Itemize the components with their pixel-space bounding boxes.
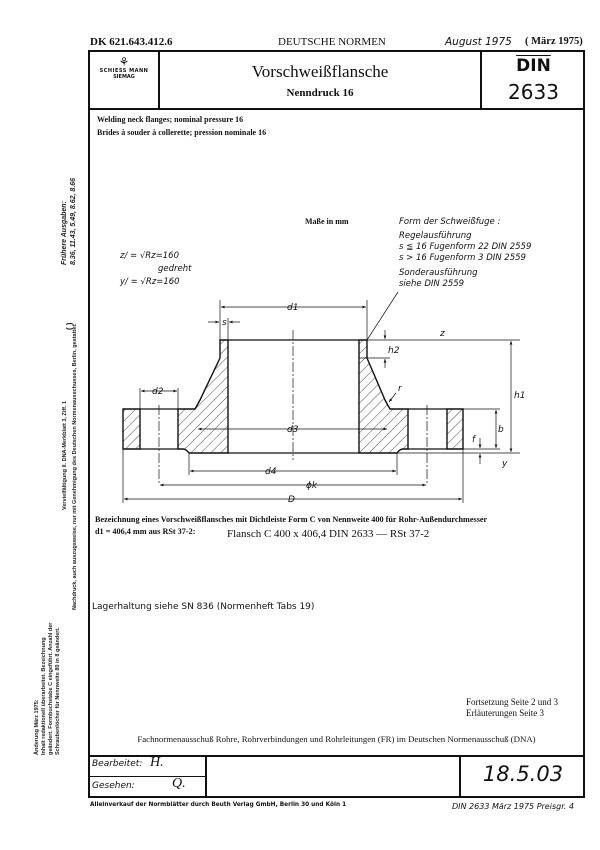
classification-code: 18.5.03 xyxy=(482,762,564,786)
explanations-note: Erläuterungen Seite 3 xyxy=(466,708,544,718)
series-label: DEUTSCHE NORMEN xyxy=(278,36,386,48)
divider xyxy=(480,50,482,110)
label-d2: d2 xyxy=(152,387,164,397)
label-r: r xyxy=(398,384,403,394)
page-subtitle: Nenndruck 16 xyxy=(286,87,354,99)
reviewed-signature: Q. xyxy=(172,776,186,791)
centerlines xyxy=(158,330,428,485)
continuation-note: Fortsetzung Seite 2 und 3 xyxy=(466,697,558,707)
surface-finish-note: z/ = √Rz=160 gedreht y/ = √Rz=160 xyxy=(119,251,192,287)
edition: August 1975 xyxy=(445,36,512,48)
label-s: s xyxy=(222,318,227,328)
label-k: ϕk xyxy=(306,481,318,491)
weld-form-line: Regelausführung xyxy=(399,231,472,241)
divider xyxy=(158,50,160,110)
dimension-lines xyxy=(122,291,520,503)
label-d4: d4 xyxy=(265,467,277,477)
page-frame xyxy=(88,50,585,798)
label-z: z xyxy=(439,329,445,339)
page-title: Vorschweißflansche xyxy=(251,62,389,81)
surface-z: z/ = √Rz=160 xyxy=(119,251,179,261)
distribution-note: Alleinverkauf der Normblätter durch Beut… xyxy=(90,802,347,808)
divider xyxy=(205,755,207,798)
logo-text: SIEMAG xyxy=(113,74,135,80)
weld-form-line: Sonderausführung xyxy=(399,268,478,278)
divider xyxy=(459,755,461,798)
weld-form-line: s ≦ 16 Fugenform 22 DIN 2559 xyxy=(399,242,531,252)
weld-form-title: Form der Schweißfuge : xyxy=(399,217,500,227)
weld-form-line: siehe DIN 2559 xyxy=(399,279,464,289)
designation-text: Bezeichnung eines Vorschweißflansches mi… xyxy=(95,515,488,524)
label-D: D xyxy=(288,495,295,505)
title-french: Brides à souder à collerette; pression n… xyxy=(97,128,267,137)
edited-label: Bearbeitet: xyxy=(92,759,143,769)
title-english: Welding neck flanges; nominal pressure 1… xyxy=(97,115,244,124)
label-f: f xyxy=(472,435,477,445)
reviewed-label: Gesehen: xyxy=(92,781,135,791)
label-d1: d1 xyxy=(287,303,298,313)
din-label: DIN xyxy=(516,56,551,76)
label-h2: h2 xyxy=(388,346,400,356)
surface-y: y/ = √Rz=160 xyxy=(119,277,180,287)
designation-example: Flansch C 400 x 406,4 DIN 2633 — RSt 37-… xyxy=(227,528,430,540)
storage-note: Lagerhaltung siehe SN 836 (Normenheft Ta… xyxy=(92,602,315,612)
label-d3: d3 xyxy=(287,425,299,435)
surface-turned: gedreht xyxy=(158,264,192,274)
label-b: b xyxy=(498,425,504,435)
header-divider xyxy=(88,108,585,110)
logo-text: SCHIESS MANN xyxy=(99,68,149,74)
designation-text: d1 = 406,4 mm aus RSt 37-2: xyxy=(95,527,196,536)
weld-form-line: s > 16 Fugenform 3 DIN 2559 xyxy=(399,253,526,263)
edited-signature: H. xyxy=(150,755,164,770)
edition-original: ( März 1975) xyxy=(525,36,583,47)
committee: Fachnormenausschuß Rohre, Rohrverbindung… xyxy=(137,734,536,744)
din-number: 2633 xyxy=(508,80,559,104)
label-y: y xyxy=(501,459,508,469)
dimension-labels: d1 s h2 z r h1 d2 d3 b f y d4 ϕk D xyxy=(152,303,525,505)
dk-number: DK 621.643.412.6 xyxy=(90,36,173,48)
weld-form-note: Form der Schweißfuge : Regelausführung s… xyxy=(399,217,531,289)
logo-icon: ⚘ xyxy=(118,55,130,69)
footer-divider xyxy=(88,755,585,757)
price-group: DIN 2633 März 1975 Preisgr. 4 xyxy=(452,802,574,811)
footer-divider xyxy=(88,776,206,777)
logo: ⚘ SCHIESS MANN SIEMAG xyxy=(90,56,158,80)
units-label: Maße in mm xyxy=(305,217,349,226)
flange-section xyxy=(122,339,464,454)
label-h1: h1 xyxy=(514,391,525,401)
